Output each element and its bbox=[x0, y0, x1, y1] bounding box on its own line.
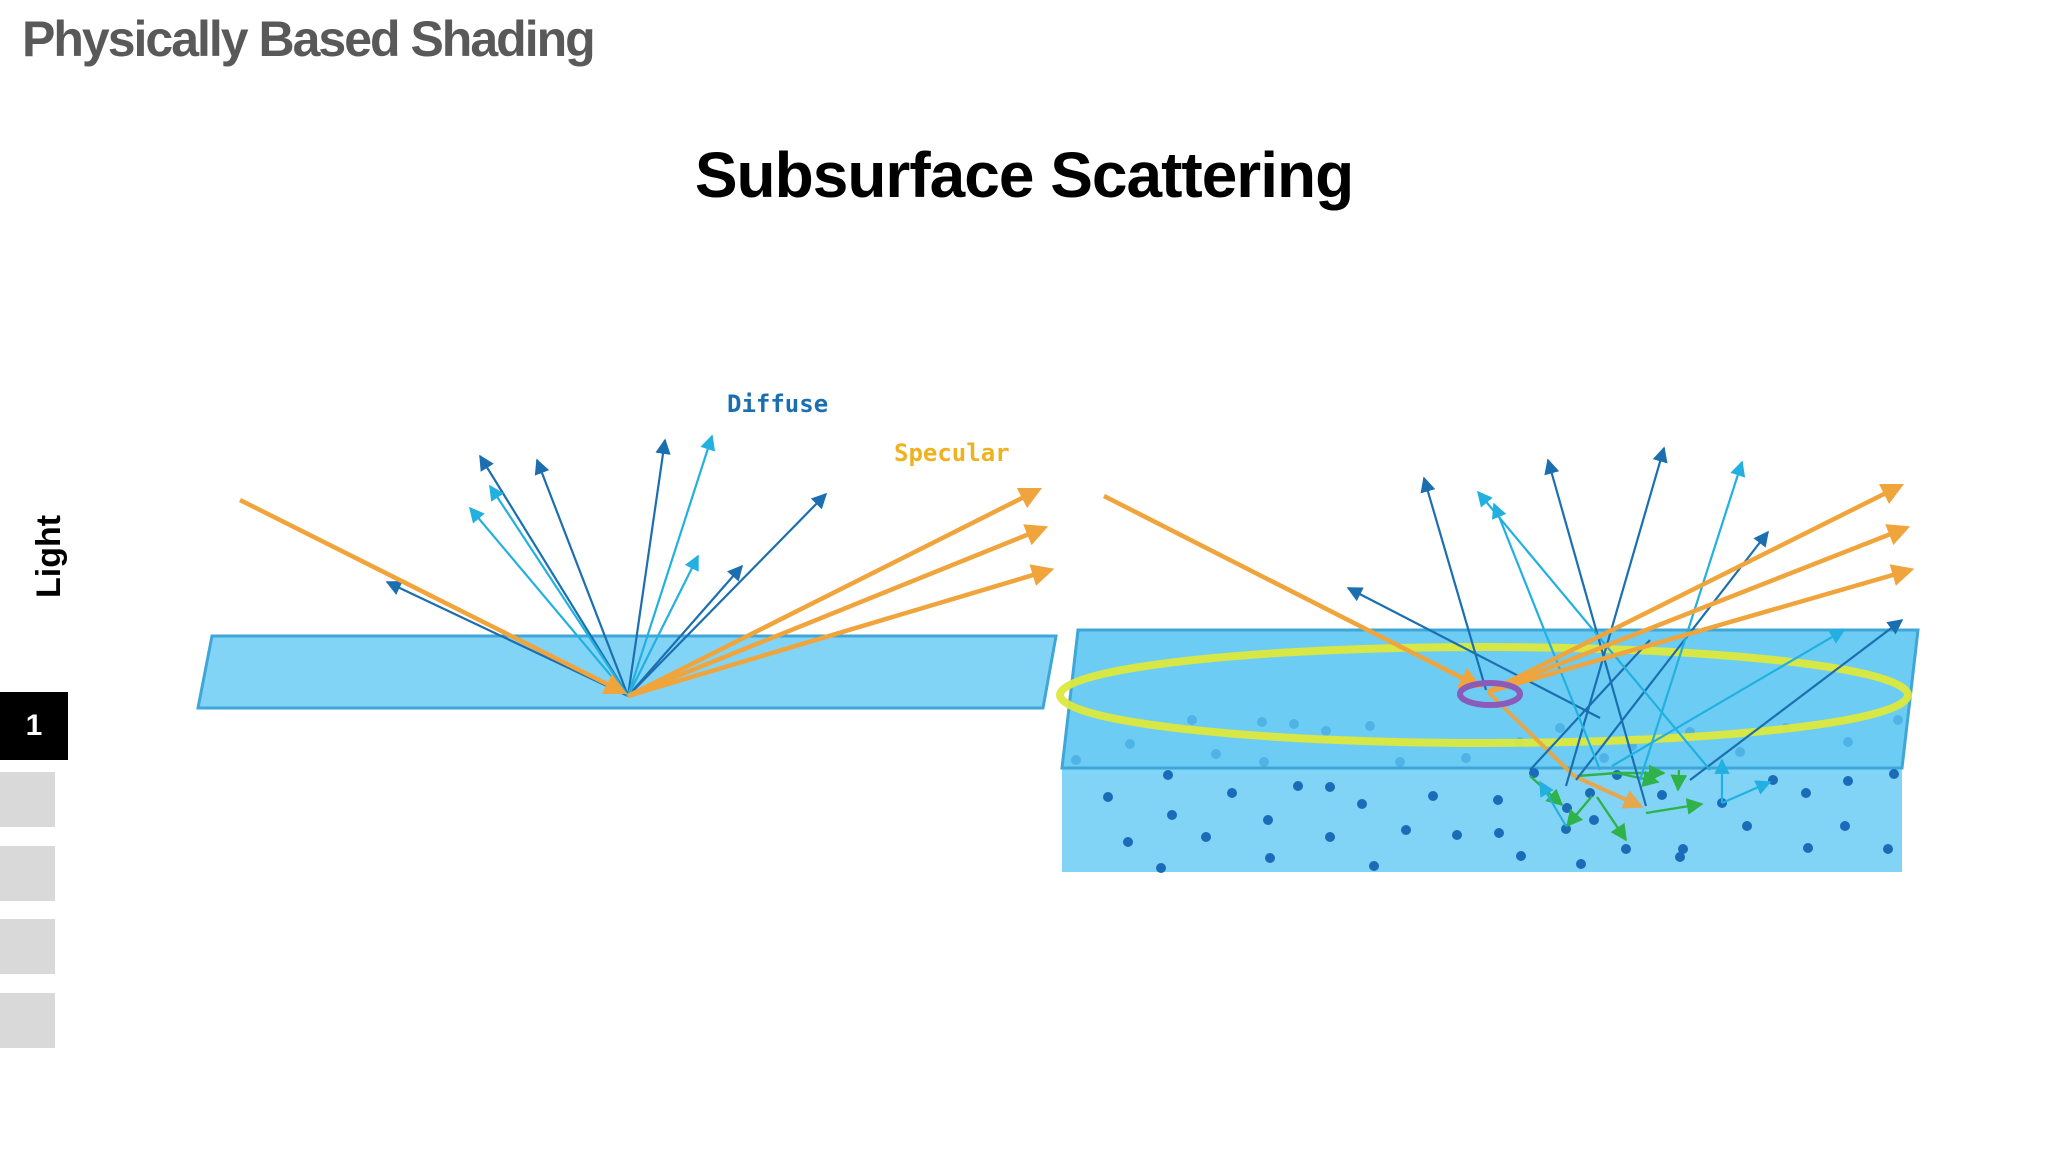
diffuse-label: Diffuse bbox=[727, 390, 828, 418]
right-diffuse-rays bbox=[1346, 446, 1904, 807]
deck-title: Physically Based Shading bbox=[22, 11, 596, 67]
step-5-button[interactable] bbox=[0, 993, 55, 1048]
left-specular-rays bbox=[238, 487, 1055, 699]
right-diffuse-rays-light bbox=[1477, 460, 1846, 827]
left-surface-plane bbox=[196, 634, 1058, 710]
entry-point-ring bbox=[1457, 680, 1523, 708]
slide-title: Subsurface Scattering bbox=[694, 139, 1354, 211]
scattering-radius-ring bbox=[1056, 643, 1912, 747]
left-reflection-diagram: Diffuse Specular bbox=[196, 390, 1058, 710]
right-subsurface-diagram bbox=[1056, 446, 1920, 873]
subsurface-particles bbox=[1103, 768, 1899, 873]
specular-label: Specular bbox=[894, 439, 1010, 467]
left-diffuse-rays bbox=[385, 438, 828, 697]
step-3-button[interactable] bbox=[0, 846, 55, 901]
step-1-button[interactable]: 1 bbox=[0, 692, 68, 760]
step-4-button[interactable] bbox=[0, 919, 55, 974]
surface-particles bbox=[1071, 715, 1903, 767]
left-diffuse-rays-light bbox=[469, 434, 716, 697]
step-2-button[interactable] bbox=[0, 772, 55, 827]
right-specular-rays bbox=[1102, 483, 1915, 695]
